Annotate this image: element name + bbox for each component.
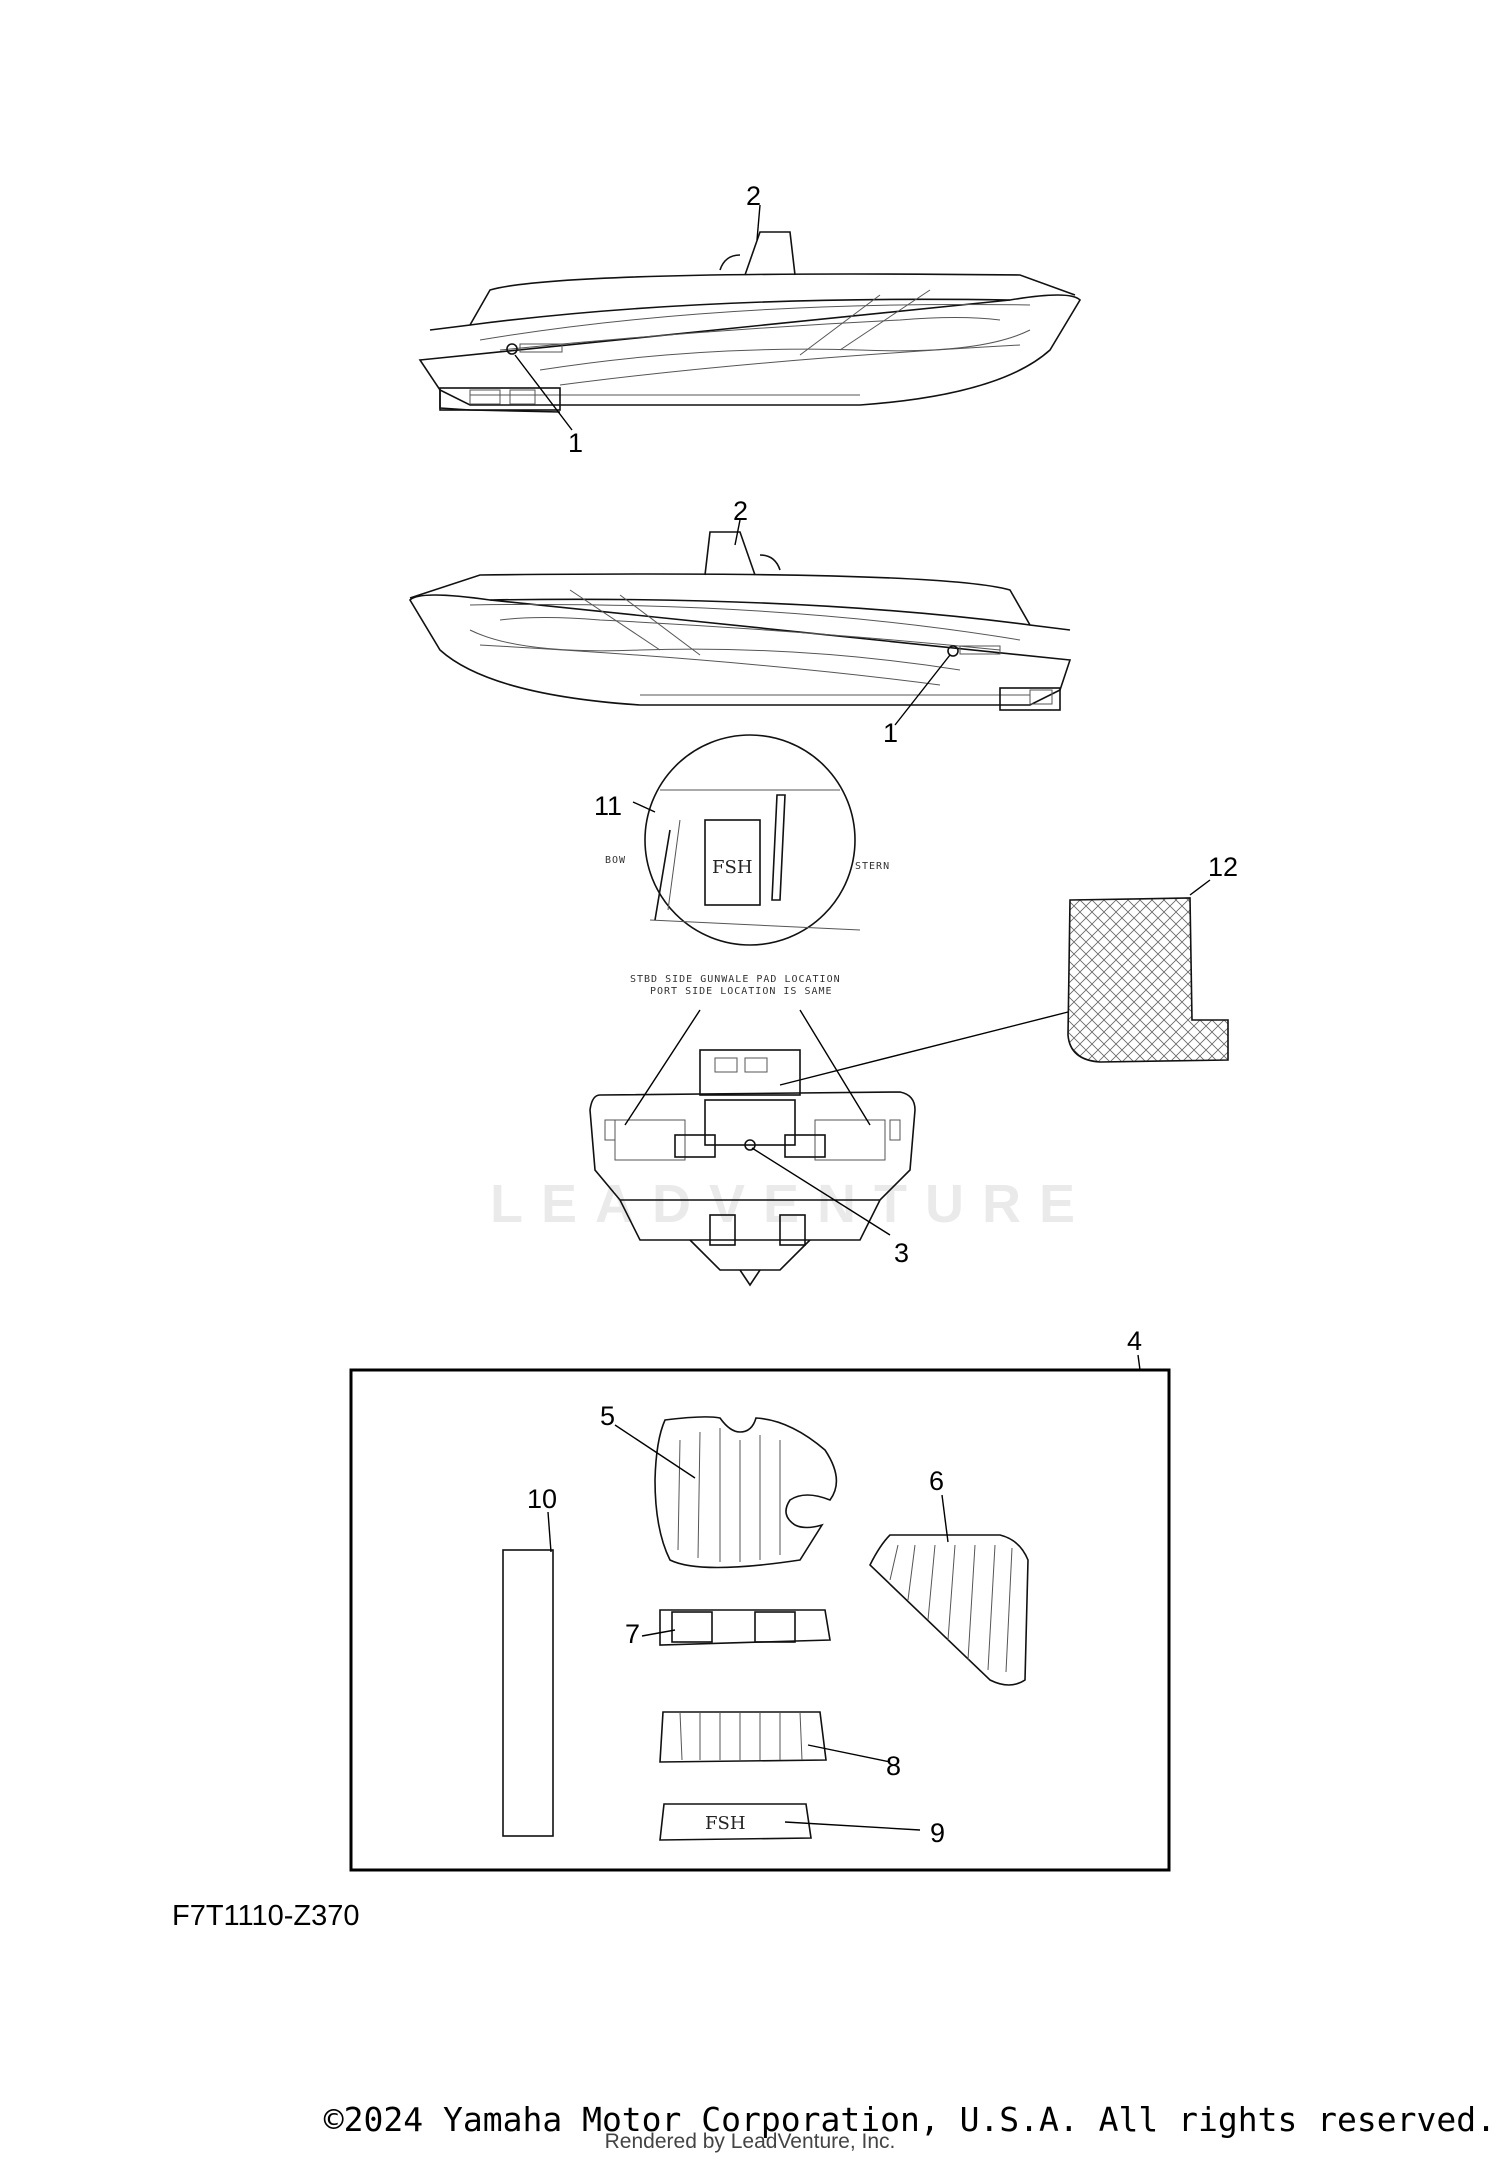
callout-2-top: 2 [746, 181, 761, 211]
boat-rear-view [589, 1009, 916, 1287]
callout-1-top: 1 [568, 428, 583, 458]
rendered-by-credit: Rendered by LeadVenture, Inc. [604, 2130, 896, 2153]
watermark-text: LEADVENTURE [490, 1174, 1093, 1234]
kit-box: FSH [349, 1354, 1171, 1872]
callout-12: 12 [1208, 852, 1238, 882]
stern-label: STERN [855, 861, 890, 872]
callout-9: 9 [930, 1818, 945, 1848]
callout-11: 11 [594, 791, 622, 821]
diagram-code: F7T1110-Z370 [172, 1900, 360, 1932]
callout-1-bottom: 1 [883, 718, 898, 748]
callout-3: 3 [894, 1238, 909, 1268]
copyright-line: ©2024 Yamaha Motor Corporation, U.S.A. A… [0, 2100, 1500, 2139]
kit-plate-text: FSH [705, 1813, 746, 1834]
callout-2-bottom: 2 [733, 496, 748, 526]
copyright-text: ©2024 Yamaha Motor Corporation, U.S.A. A… [323, 2100, 1496, 2139]
note-line-1: STBD SIDE GUNWALE PAD LOCATION [630, 974, 841, 985]
note-line-2: PORT SIDE LOCATION IS SAME [650, 986, 833, 997]
boat-side-view-top [418, 204, 1082, 431]
item-12-pad [779, 879, 1229, 1086]
callout-7: 7 [625, 1619, 640, 1649]
callout-8: 8 [886, 1751, 901, 1781]
boat-side-view-bottom [408, 519, 1072, 726]
detail-plate-text: FSH [712, 857, 753, 878]
gunwale-pad-detail: FSH BOW STERN STBD SIDE GUNWALE PAD LOCA… [605, 734, 890, 997]
callout-5: 5 [600, 1401, 615, 1431]
callout-10: 10 [527, 1484, 557, 1514]
callout-6: 6 [929, 1466, 944, 1496]
bow-label: BOW [605, 855, 626, 866]
callout-4: 4 [1127, 1326, 1142, 1356]
